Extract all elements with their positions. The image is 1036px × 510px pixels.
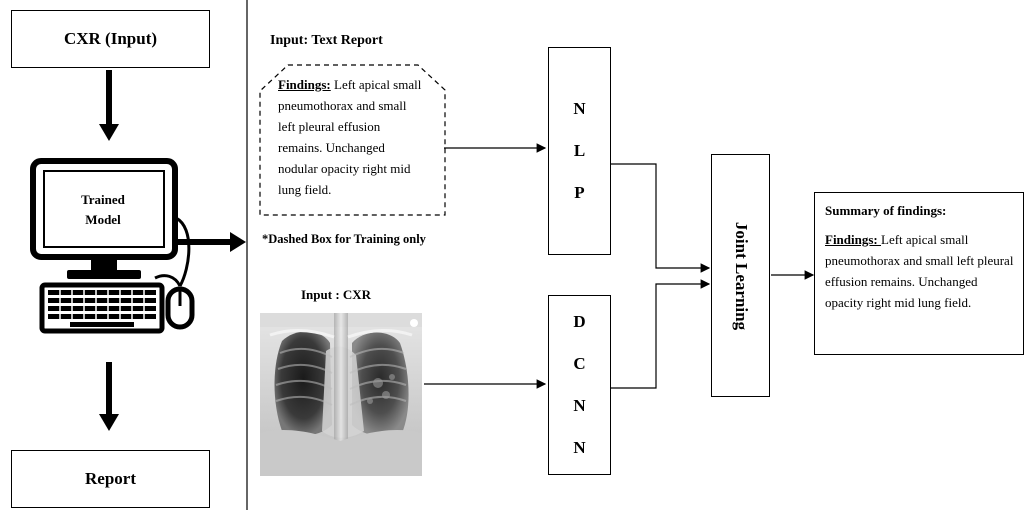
report-label: Report — [85, 469, 136, 488]
desktop-computer-icon — [30, 158, 195, 334]
report-output-box: Report — [11, 450, 210, 508]
dashed-findings-box — [259, 64, 446, 216]
cxr-input-label: CXR (Input) — [63, 29, 158, 48]
dcnn-letter-n1: N — [573, 396, 586, 415]
summary-text: Left apical small pneumothorax and small… — [825, 232, 1014, 310]
text-report-title: Input: Text Report — [270, 33, 383, 48]
down-arrow-top — [99, 124, 119, 141]
chest-xray-image — [260, 313, 422, 476]
cxr-input-title: Input : CXR — [301, 287, 372, 302]
arrow-nlp-to-joint — [611, 163, 711, 273]
summary-box: Summary of findings: Findings: Left apic… — [814, 192, 1024, 355]
summary-body: Findings: Left apical small pneumothorax… — [825, 229, 1015, 313]
dcnn-box: D C N N — [548, 295, 611, 475]
dcnn-letter-c: C — [573, 354, 586, 373]
arrow-dcnn-to-joint — [611, 279, 711, 389]
nlp-letter-l: L — [573, 141, 586, 160]
dashed-note: *Dashed Box for Training only — [262, 232, 426, 246]
nlp-letter-p: P — [574, 183, 585, 202]
dcnn-letter-d: D — [573, 312, 586, 331]
joint-learning-box: Joint Learning — [711, 154, 770, 397]
findings-text: Left apical small pneumothorax and small… — [278, 77, 422, 197]
joint-learning-label: Joint Learning — [731, 221, 751, 330]
right-arrow-main — [230, 232, 246, 252]
down-arrow-bottom — [99, 414, 119, 431]
cxr-input-box: CXR (Input) — [11, 10, 210, 68]
findings-label: Findings: — [278, 77, 331, 92]
summary-findings-label: Findings: — [825, 232, 881, 247]
trained-model-label: Trained Model — [81, 192, 125, 227]
nlp-letter-n: N — [573, 99, 586, 118]
dcnn-letter-n2: N — [573, 438, 586, 457]
findings-text-block: Findings: Left apical small pneumothorax… — [278, 74, 426, 200]
nlp-box: N L P — [548, 47, 611, 255]
summary-title: Summary of findings: — [825, 203, 947, 218]
